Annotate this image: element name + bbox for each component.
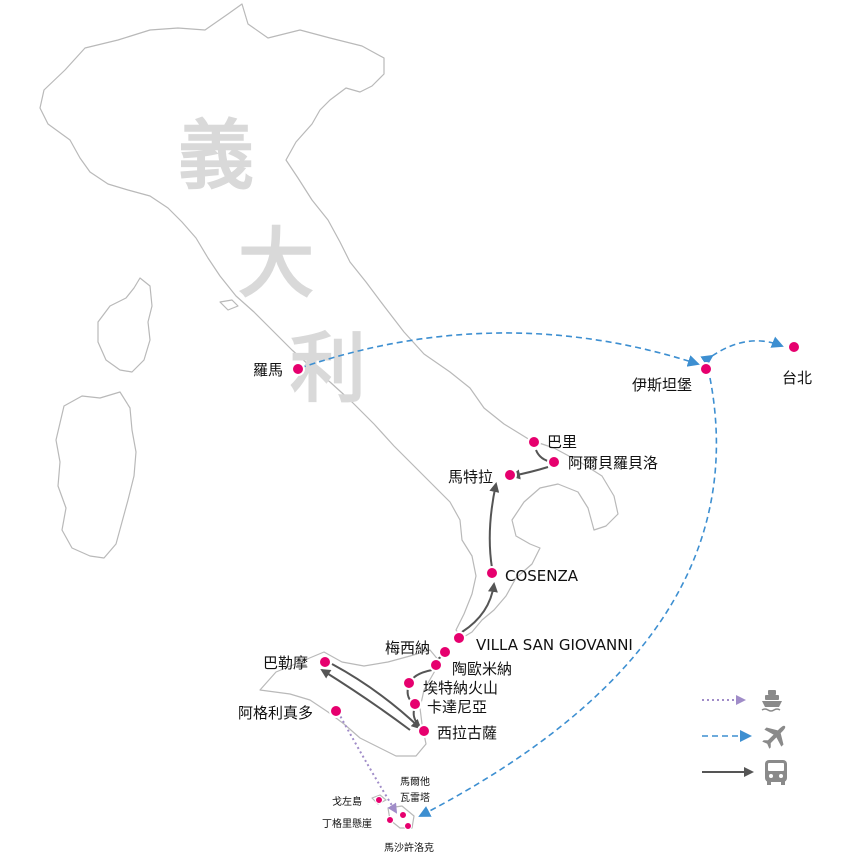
label-dingli: 丁格里懸崖 <box>322 817 372 830</box>
city-dot-catania[interactable] <box>408 697 422 711</box>
label-alberobello: 阿爾貝羅貝洛 <box>568 454 658 472</box>
label-etna: 埃特納火山 <box>423 679 498 697</box>
corsica <box>97 277 153 373</box>
city-labels: 羅馬 伊斯坦堡 台北 巴里 阿爾貝羅貝洛 馬特拉 COSENZA VILLA S… <box>238 361 812 854</box>
city-markers <box>291 340 801 830</box>
city-dot-alberobello[interactable] <box>547 455 561 469</box>
city-dot-istanbul[interactable] <box>699 362 713 376</box>
elba-island <box>219 299 239 311</box>
route-rome-istanbul <box>299 332 700 369</box>
city-dot-palermo[interactable] <box>318 655 332 669</box>
route-istanbul-taipei <box>700 336 784 367</box>
label-palermo: 巴勒摩 <box>263 654 308 672</box>
city-dot-villa-san-giovanni[interactable] <box>452 631 466 645</box>
watermark-char-1: 義 <box>178 111 254 200</box>
label-siracusa: 西拉古薩 <box>437 724 497 742</box>
city-dot-agrigento[interactable] <box>329 704 343 718</box>
label-villa-san-giovanni: VILLA SAN GIOVANNI <box>476 636 633 654</box>
route-agrigento-malta <box>337 711 398 814</box>
city-dot-matera[interactable] <box>503 468 517 482</box>
ferry-routes <box>337 711 398 814</box>
label-messina: 梅西納 <box>385 639 430 657</box>
city-dot-marsaxlokk[interactable] <box>404 822 412 830</box>
airplane-icon <box>762 725 786 749</box>
label-taormina: 陶歐米納 <box>452 660 512 678</box>
label-valletta-line1: 馬爾他 <box>400 775 430 788</box>
city-dot-messina[interactable] <box>438 645 452 659</box>
label-matera: 馬特拉 <box>448 468 493 486</box>
landmasses <box>39 3 619 829</box>
label-rome: 羅馬 <box>253 361 283 379</box>
label-bari: 巴里 <box>547 433 577 451</box>
city-dot-etna[interactable] <box>402 676 416 690</box>
label-agrigento: 阿格利真多 <box>238 704 313 722</box>
city-dot-rome[interactable] <box>291 362 305 376</box>
city-dot-siracusa[interactable] <box>417 724 431 738</box>
city-dot-gozo[interactable] <box>375 796 383 804</box>
city-dot-bari[interactable] <box>527 435 541 449</box>
sardinia <box>55 391 137 559</box>
map-legend <box>702 690 787 785</box>
label-marsaxlokk: 馬沙許洛克 <box>384 841 434 854</box>
label-catania: 卡達尼亞 <box>427 698 487 716</box>
bus-icon <box>765 760 787 785</box>
city-dot-valletta[interactable] <box>399 811 407 819</box>
label-istanbul: 伊斯坦堡 <box>632 376 692 394</box>
plane-routes <box>299 332 784 817</box>
city-dot-taormina[interactable] <box>429 658 443 672</box>
city-dot-dingli[interactable] <box>386 816 394 824</box>
country-watermark: 義 大 利 <box>178 111 366 413</box>
label-gozo: 戈左島 <box>332 795 362 808</box>
sicily <box>259 649 441 757</box>
ship-icon <box>761 690 782 712</box>
label-cosenza: COSENZA <box>505 567 579 585</box>
route-istanbul-malta <box>418 377 718 817</box>
label-valletta-line2: 瓦雷塔 <box>400 791 430 804</box>
label-taipei: 台北 <box>782 369 812 387</box>
route-siracusa-palermo <box>320 668 411 731</box>
italian-mainland <box>39 3 619 639</box>
city-dot-taipei[interactable] <box>787 340 801 354</box>
route-villa-cosenza <box>461 582 498 633</box>
route-cosenza-matera <box>488 482 500 569</box>
watermark-char-2: 大 <box>238 219 314 308</box>
city-dot-cosenza[interactable] <box>485 566 499 580</box>
route-palermo-siracusa <box>331 663 422 730</box>
